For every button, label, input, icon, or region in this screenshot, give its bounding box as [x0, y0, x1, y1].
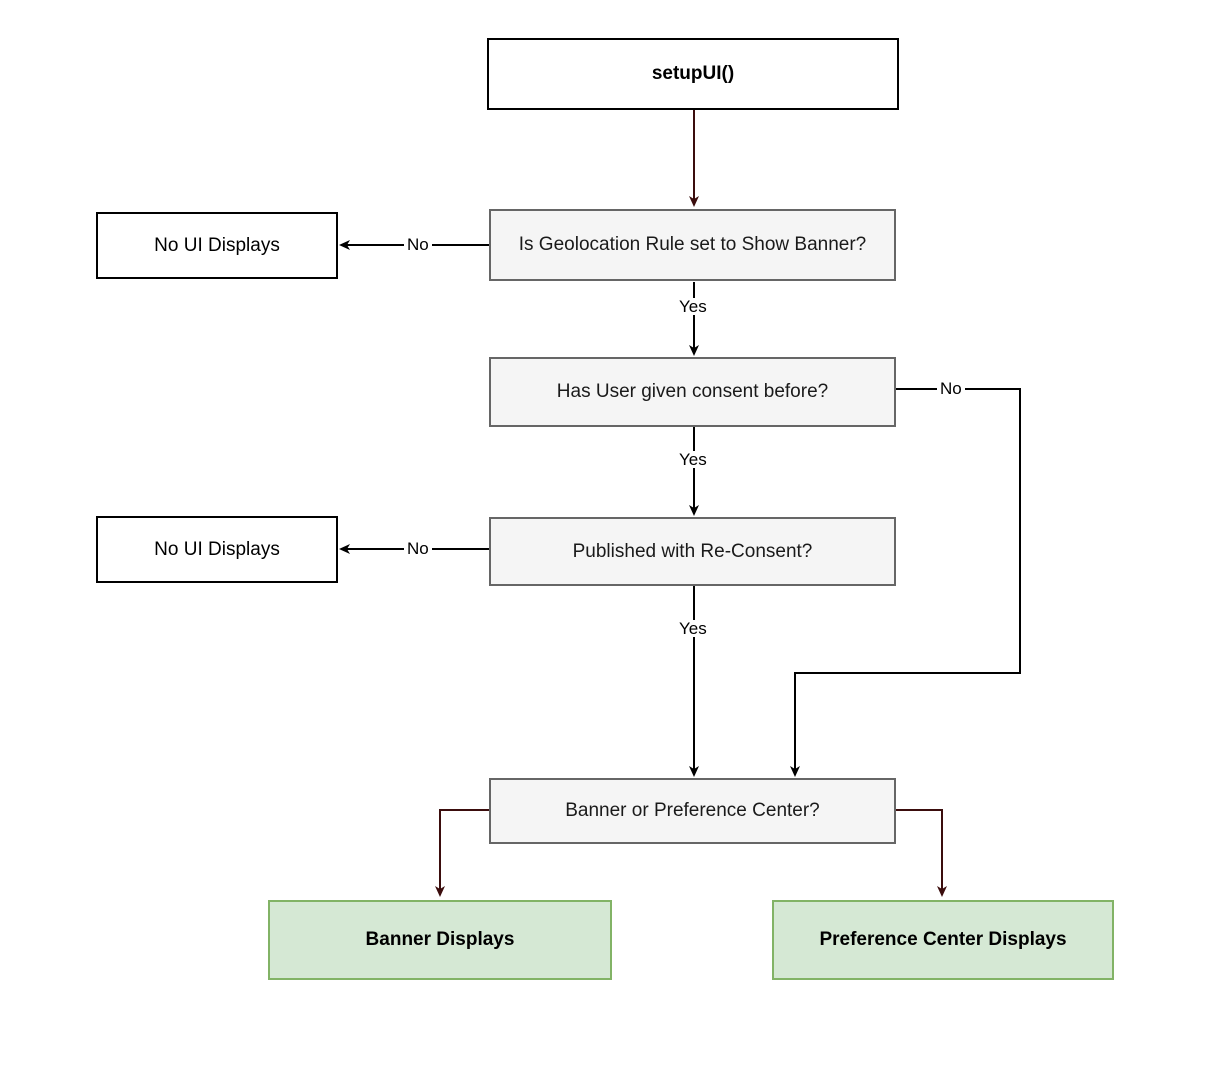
edge-label-geolocation-no: No — [404, 236, 432, 253]
node-consent-decision-label: Has User given consent before? — [556, 381, 829, 403]
edge-label-geolocation-yes: Yes — [676, 298, 710, 315]
edge-to-preference-center-displays — [896, 809, 947, 897]
node-banner-or-preference-center-decision[interactable]: Banner or Preference Center? — [489, 778, 896, 844]
node-banner-or-preference-center-decision-label: Banner or Preference Center? — [565, 800, 820, 822]
node-geolocation-decision[interactable]: Is Geolocation Rule set to Show Banner? — [489, 209, 896, 281]
node-no-ui-displays-bottom-label: No UI Displays — [154, 538, 280, 560]
node-no-ui-displays-top-label: No UI Displays — [154, 234, 280, 256]
node-banner-displays[interactable]: Banner Displays — [268, 900, 612, 980]
node-consent-decision[interactable]: Has User given consent before? — [489, 357, 896, 427]
edge-consent-no — [790, 388, 1021, 777]
node-preference-center-displays[interactable]: Preference Center Displays — [772, 900, 1114, 980]
node-geolocation-decision-label: Is Geolocation Rule set to Show Banner? — [518, 234, 867, 256]
node-setup-ui-label: setupUI() — [651, 63, 735, 85]
edge-label-consent-yes: Yes — [676, 451, 710, 468]
edge-label-reconsent-no: No — [404, 540, 432, 557]
edge-label-reconsent-yes: Yes — [676, 620, 710, 637]
node-banner-displays-label: Banner Displays — [365, 929, 515, 951]
edge-label-consent-no: No — [937, 380, 965, 397]
edge-to-banner-displays — [435, 809, 489, 897]
node-preference-center-displays-label: Preference Center Displays — [819, 929, 1067, 951]
node-no-ui-displays-top[interactable]: No UI Displays — [96, 212, 338, 279]
node-reconsent-decision[interactable]: Published with Re-Consent? — [489, 517, 896, 586]
node-reconsent-decision-label: Published with Re-Consent? — [572, 540, 813, 562]
node-no-ui-displays-bottom[interactable]: No UI Displays — [96, 516, 338, 583]
node-setup-ui[interactable]: setupUI() — [487, 38, 899, 110]
